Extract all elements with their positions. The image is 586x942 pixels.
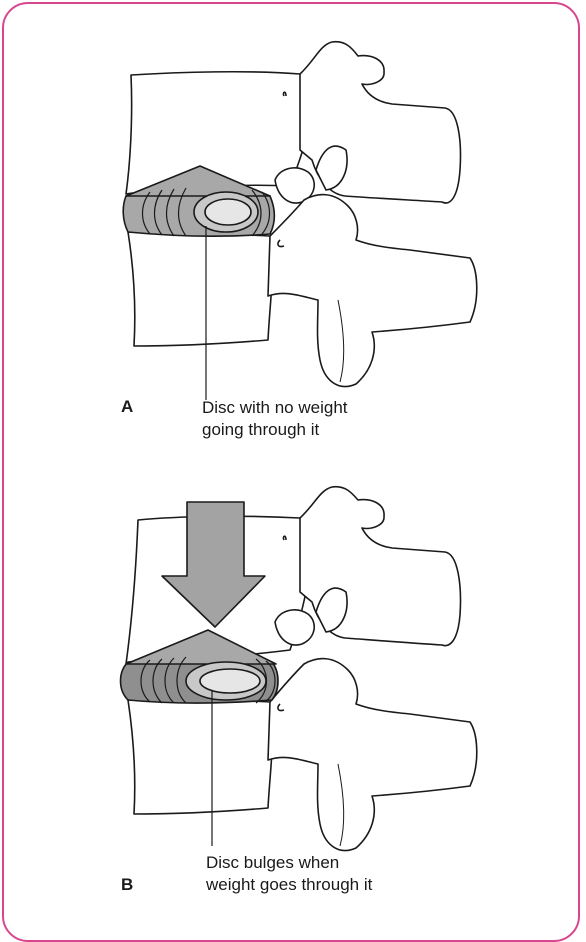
panel-a-caption-line-1: Disc with no weight bbox=[202, 397, 348, 419]
panel-b-caption-line-1: Disc bulges when bbox=[206, 852, 372, 874]
panel-b-illustration bbox=[121, 487, 477, 851]
panel-a-caption-line-2: going through it bbox=[202, 419, 348, 441]
panel-a-caption: Disc with no weight going through it bbox=[202, 397, 348, 441]
lower-posterior-elements bbox=[268, 195, 477, 387]
lower-posterior-elements bbox=[268, 659, 477, 851]
lower-vertebra-body bbox=[128, 700, 273, 814]
panel-a-letter: A bbox=[121, 397, 133, 417]
panel-b-letter: B bbox=[121, 875, 133, 895]
panel-b-caption: Disc bulges when weight goes through it bbox=[206, 852, 372, 896]
nucleus-unloaded bbox=[205, 199, 251, 225]
lower-vertebra-body bbox=[128, 232, 273, 346]
nucleus-loaded bbox=[200, 669, 260, 693]
panel-b-caption-line-2: weight goes through it bbox=[206, 874, 372, 896]
panel-a-illustration bbox=[123, 42, 477, 400]
